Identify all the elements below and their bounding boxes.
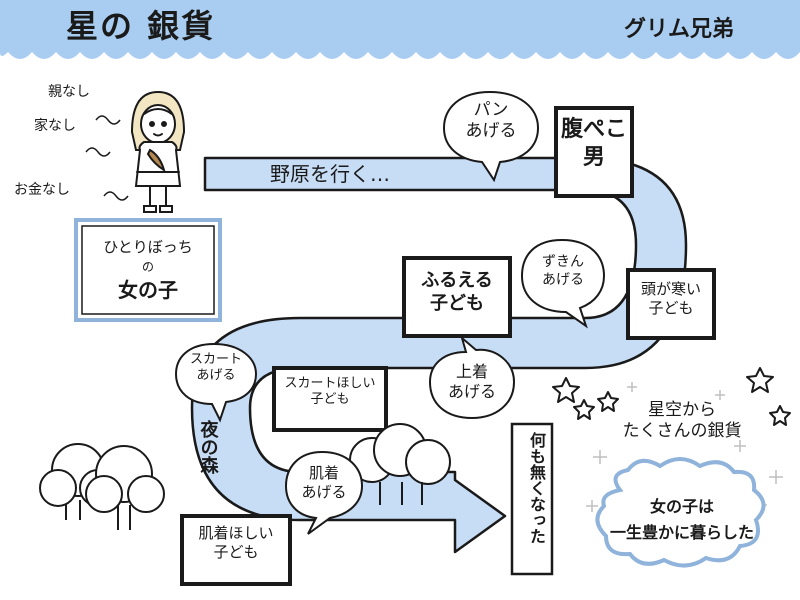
note-no-money: お金なし — [14, 182, 70, 198]
skirt-bubble — [174, 342, 258, 423]
cloud-text: 女の子は 一生豊かに暮らした — [609, 497, 754, 542]
author-label: グリム兄弟 — [624, 17, 735, 42]
stars-text: 星空から たくさんの銀貨 — [622, 400, 742, 442]
hungry-man-text: 腹ぺこ 男 — [560, 117, 627, 170]
coat-bubble — [428, 335, 516, 420]
underwear-child-text: 肌着ほしい 子ども — [198, 524, 274, 561]
forest-label: 夜の森 — [197, 420, 219, 474]
nothing-left-box — [510, 422, 554, 576]
skirt-bubble-text: スカート あげる — [189, 352, 242, 384]
squiggle-1 — [95, 115, 121, 125]
hood-bubble-text: ずきん あげる — [542, 254, 584, 288]
coat-bubble-text: 上着 あげる — [447, 362, 496, 401]
stars — [552, 367, 791, 426]
squiggle-2 — [85, 147, 111, 157]
sky-header — [0, 0, 800, 59]
shivering-text: ふるえる 子ども — [421, 270, 493, 314]
note-no-home: 家なし — [34, 118, 76, 134]
hood-bubble — [520, 238, 606, 329]
happy-cloud — [595, 457, 766, 568]
cold-head-text: 頭が寒い 子ども — [640, 280, 701, 317]
card-line1: ひとりぼっち — [103, 238, 193, 256]
hungry-man-box — [554, 106, 634, 198]
underwear-bubble-text: 肌着 あげる — [301, 464, 347, 501]
underwear-child-box — [180, 514, 292, 586]
squiggle-3 — [103, 191, 129, 201]
bread-bubble-text: パン あげる — [465, 100, 517, 142]
skirt-child-text: スカートほしい 子ども — [284, 376, 376, 408]
nothing-left-text: 何も無くなった — [527, 432, 546, 544]
card-line2: の — [141, 260, 154, 274]
page-title: 星の 銀貨 — [66, 7, 216, 45]
shivering-box — [402, 256, 512, 338]
note-no-parents: 親なし — [48, 84, 90, 100]
trees-right — [349, 423, 451, 505]
bread-bubble — [442, 90, 540, 183]
skirt-child-box — [272, 366, 388, 432]
lonely-girl-card — [74, 218, 222, 322]
card-line3: 女の子 — [118, 278, 178, 302]
girl-figure — [130, 90, 186, 213]
underwear-bubble — [284, 450, 364, 535]
trees-left — [39, 443, 165, 530]
travel-label: 野原を行く… — [270, 162, 390, 186]
cold-head-box — [626, 268, 716, 340]
